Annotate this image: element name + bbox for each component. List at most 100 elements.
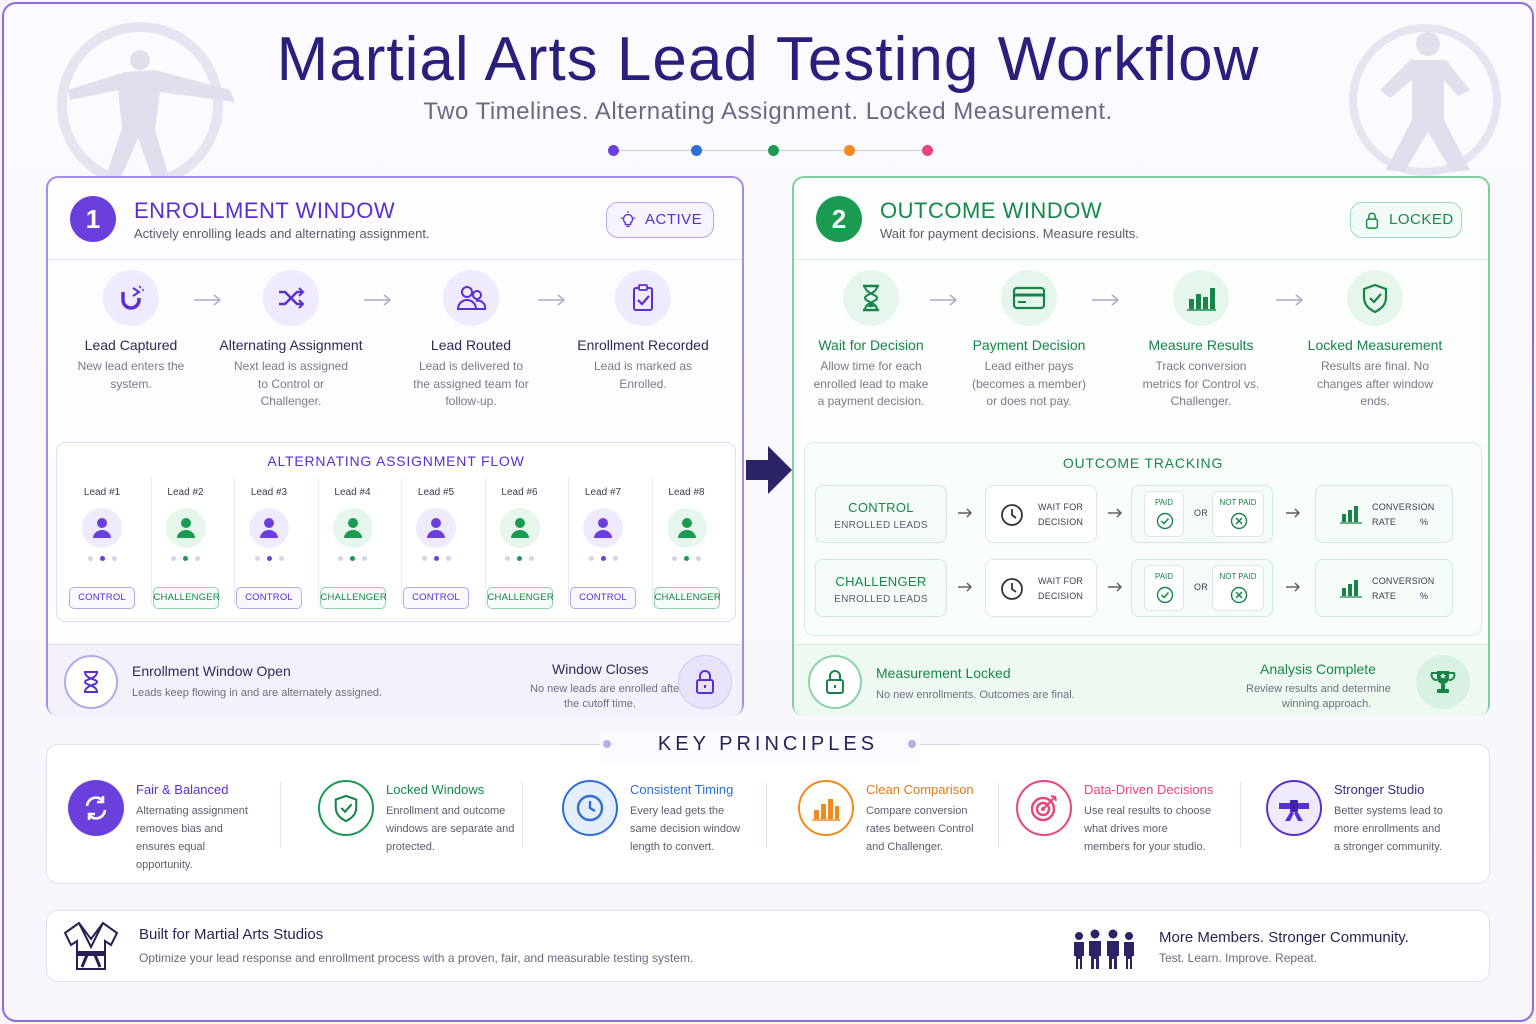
- lead-separator: [484, 477, 486, 605]
- dot-orange: [844, 145, 855, 156]
- lead-separator: [568, 477, 569, 605]
- group-tag: CHALLENGER: [653, 587, 721, 609]
- principle-title: Fair & Balanced: [136, 782, 229, 797]
- group-label: CHALLENGER: [835, 574, 927, 589]
- step-payment-decision: Payment Decision Lead either pays (becom…: [954, 270, 1104, 411]
- avatar: [583, 508, 623, 548]
- lead-name: Lead #5: [417, 487, 455, 498]
- hourglass-icon: [863, 284, 879, 312]
- step-name: Measure Results: [1148, 337, 1254, 353]
- outcome-footer: Measurement Locked No new enrollments. O…: [794, 644, 1488, 716]
- step-name: Payment Decision: [972, 337, 1086, 353]
- lead-separator: [401, 477, 402, 605]
- lead-name: Lead #1: [83, 487, 121, 498]
- wait-for-decision-box: WAIT FOR DECISION: [985, 559, 1097, 617]
- enrollment-footer: Enrollment Window Open Leads keep flowin…: [48, 644, 742, 716]
- not-paid-pill: NOT PAID: [1212, 491, 1264, 537]
- person-icon: [93, 518, 111, 538]
- principles-dot-left: [603, 740, 611, 748]
- person-icon: [260, 518, 278, 538]
- outcome-title: OUTCOME WINDOW: [880, 198, 1103, 223]
- enrollment-window-panel: 1 ENROLLMENT WINDOW Actively enrolling l…: [46, 176, 744, 716]
- principles-line-left: [560, 744, 608, 745]
- step-measure-results: Measure Results Track conversion metrics…: [1126, 270, 1276, 411]
- window-closes-desc-2: the cutoff time.: [564, 698, 636, 710]
- shield-check-icon: [334, 794, 358, 823]
- group-tag: CONTROL: [570, 587, 636, 609]
- lead-name: Lead #4: [334, 487, 371, 498]
- window-closes-desc-1: No new leads are enrolled after: [530, 683, 683, 695]
- lead-name: Lead #3: [250, 487, 288, 498]
- step-wait-for-decision: Wait for Decision Allow time for each en…: [796, 270, 946, 411]
- target-icon-circle: [1016, 780, 1072, 836]
- step-lead-routed: Lead Routed Lead is delivered to the ass…: [396, 270, 546, 411]
- dot-purple: [608, 145, 619, 156]
- step-desc: Track conversion metrics for Control vs.…: [1142, 359, 1260, 408]
- lead-card: Lead #5 CONTROL: [401, 477, 471, 609]
- wait-label-1: WAIT FOR: [1038, 576, 1084, 586]
- principle-divider: [522, 782, 523, 848]
- principle-title: Clean Comparison: [866, 782, 974, 797]
- key-principles-panel: [46, 744, 1490, 884]
- lock-icon-circle: [678, 655, 732, 709]
- magnet-icon: [121, 285, 144, 310]
- principle-data-driven: Data-Driven Decisions Use real results t…: [1016, 778, 1226, 868]
- step-number-badge: 2: [816, 196, 862, 242]
- wait-label-1: WAIT FOR: [1038, 502, 1084, 512]
- not-paid-pill: NOT PAID: [1212, 565, 1264, 611]
- arrow-right-icon: [1108, 582, 1122, 592]
- principle-divider: [998, 782, 999, 848]
- locked-status-badge: LOCKED: [1350, 202, 1462, 238]
- principles-title: KEY PRINCIPLES: [657, 733, 879, 755]
- step-enrollment-recorded: Enrollment Recorded Lead is marked as En…: [568, 270, 718, 393]
- lock-icon: [696, 670, 714, 694]
- step-icon-circle: [263, 270, 319, 326]
- enrollment-header: 1 ENROLLMENT WINDOW Actively enrolling l…: [48, 178, 742, 260]
- martial-artist-stance-illustration: [1349, 24, 1501, 176]
- clock-icon: [1001, 578, 1023, 600]
- step-desc: New lead enters the system.: [77, 359, 185, 391]
- step-icon-circle: [1173, 270, 1229, 326]
- analysis-complete-desc-1: Review results and determine: [1246, 683, 1391, 695]
- progress-dots: [401, 556, 471, 562]
- arrow-right-icon: [1286, 582, 1300, 592]
- hourglass-icon-circle: [64, 655, 118, 709]
- credit-card-icon: [1012, 286, 1046, 310]
- principle-fair-balanced: Fair & Balanced Alternating assignment r…: [68, 778, 268, 871]
- lock-icon-circle: [808, 655, 862, 709]
- locked-badge-label: LOCKED: [1389, 211, 1454, 228]
- principle-divider: [1240, 782, 1241, 848]
- principle-stronger-studio: Stronger Studio Better systems lead to m…: [1266, 778, 1476, 868]
- bar-chart-icon: [1187, 288, 1216, 311]
- step-lead-captured: Lead Captured New lead enters the system…: [56, 270, 206, 393]
- step-name: Locked Measurement: [1307, 337, 1443, 353]
- principle-divider: [766, 782, 767, 848]
- principle-desc: Better systems lead to more enrollments …: [1334, 805, 1443, 853]
- window-open-title: Enrollment Window Open: [132, 663, 291, 679]
- clock-icon: [576, 794, 604, 822]
- analysis-complete-title: Analysis Complete: [1260, 661, 1376, 677]
- group-sublabel: ENROLLED LEADS: [834, 594, 928, 605]
- challenger-group-box: CHALLENGER ENROLLED LEADS: [815, 559, 947, 617]
- trophy-icon: [1430, 671, 1456, 693]
- progress-dots: [234, 556, 304, 562]
- check-circle-icon: [1156, 512, 1174, 530]
- progress-dots: [568, 556, 638, 562]
- principle-title: Consistent Timing: [630, 782, 734, 797]
- control-group-box: CONTROL ENROLLED LEADS: [815, 485, 947, 543]
- principle-title: Stronger Studio: [1334, 782, 1425, 797]
- progress-dots: [485, 556, 555, 562]
- outcome-header: 2 OUTCOME WINDOW Wait for payment decisi…: [794, 178, 1488, 260]
- step-icon-circle: [443, 270, 499, 326]
- enrollment-subtitle: Actively enrolling leads and alternating…: [134, 226, 430, 241]
- arrow-right-icon: [958, 508, 972, 518]
- group-tag: CONTROL: [403, 587, 469, 609]
- principle-desc: Enrollment and outcome windows are separ…: [386, 805, 515, 853]
- window-open-desc: Leads keep flowing in and are alternatel…: [132, 687, 383, 699]
- measurement-locked-desc: No new enrollments. Outcomes are final.: [876, 689, 1075, 701]
- conversion-label-1: CONVERSION: [1372, 576, 1435, 586]
- avatar: [666, 508, 707, 548]
